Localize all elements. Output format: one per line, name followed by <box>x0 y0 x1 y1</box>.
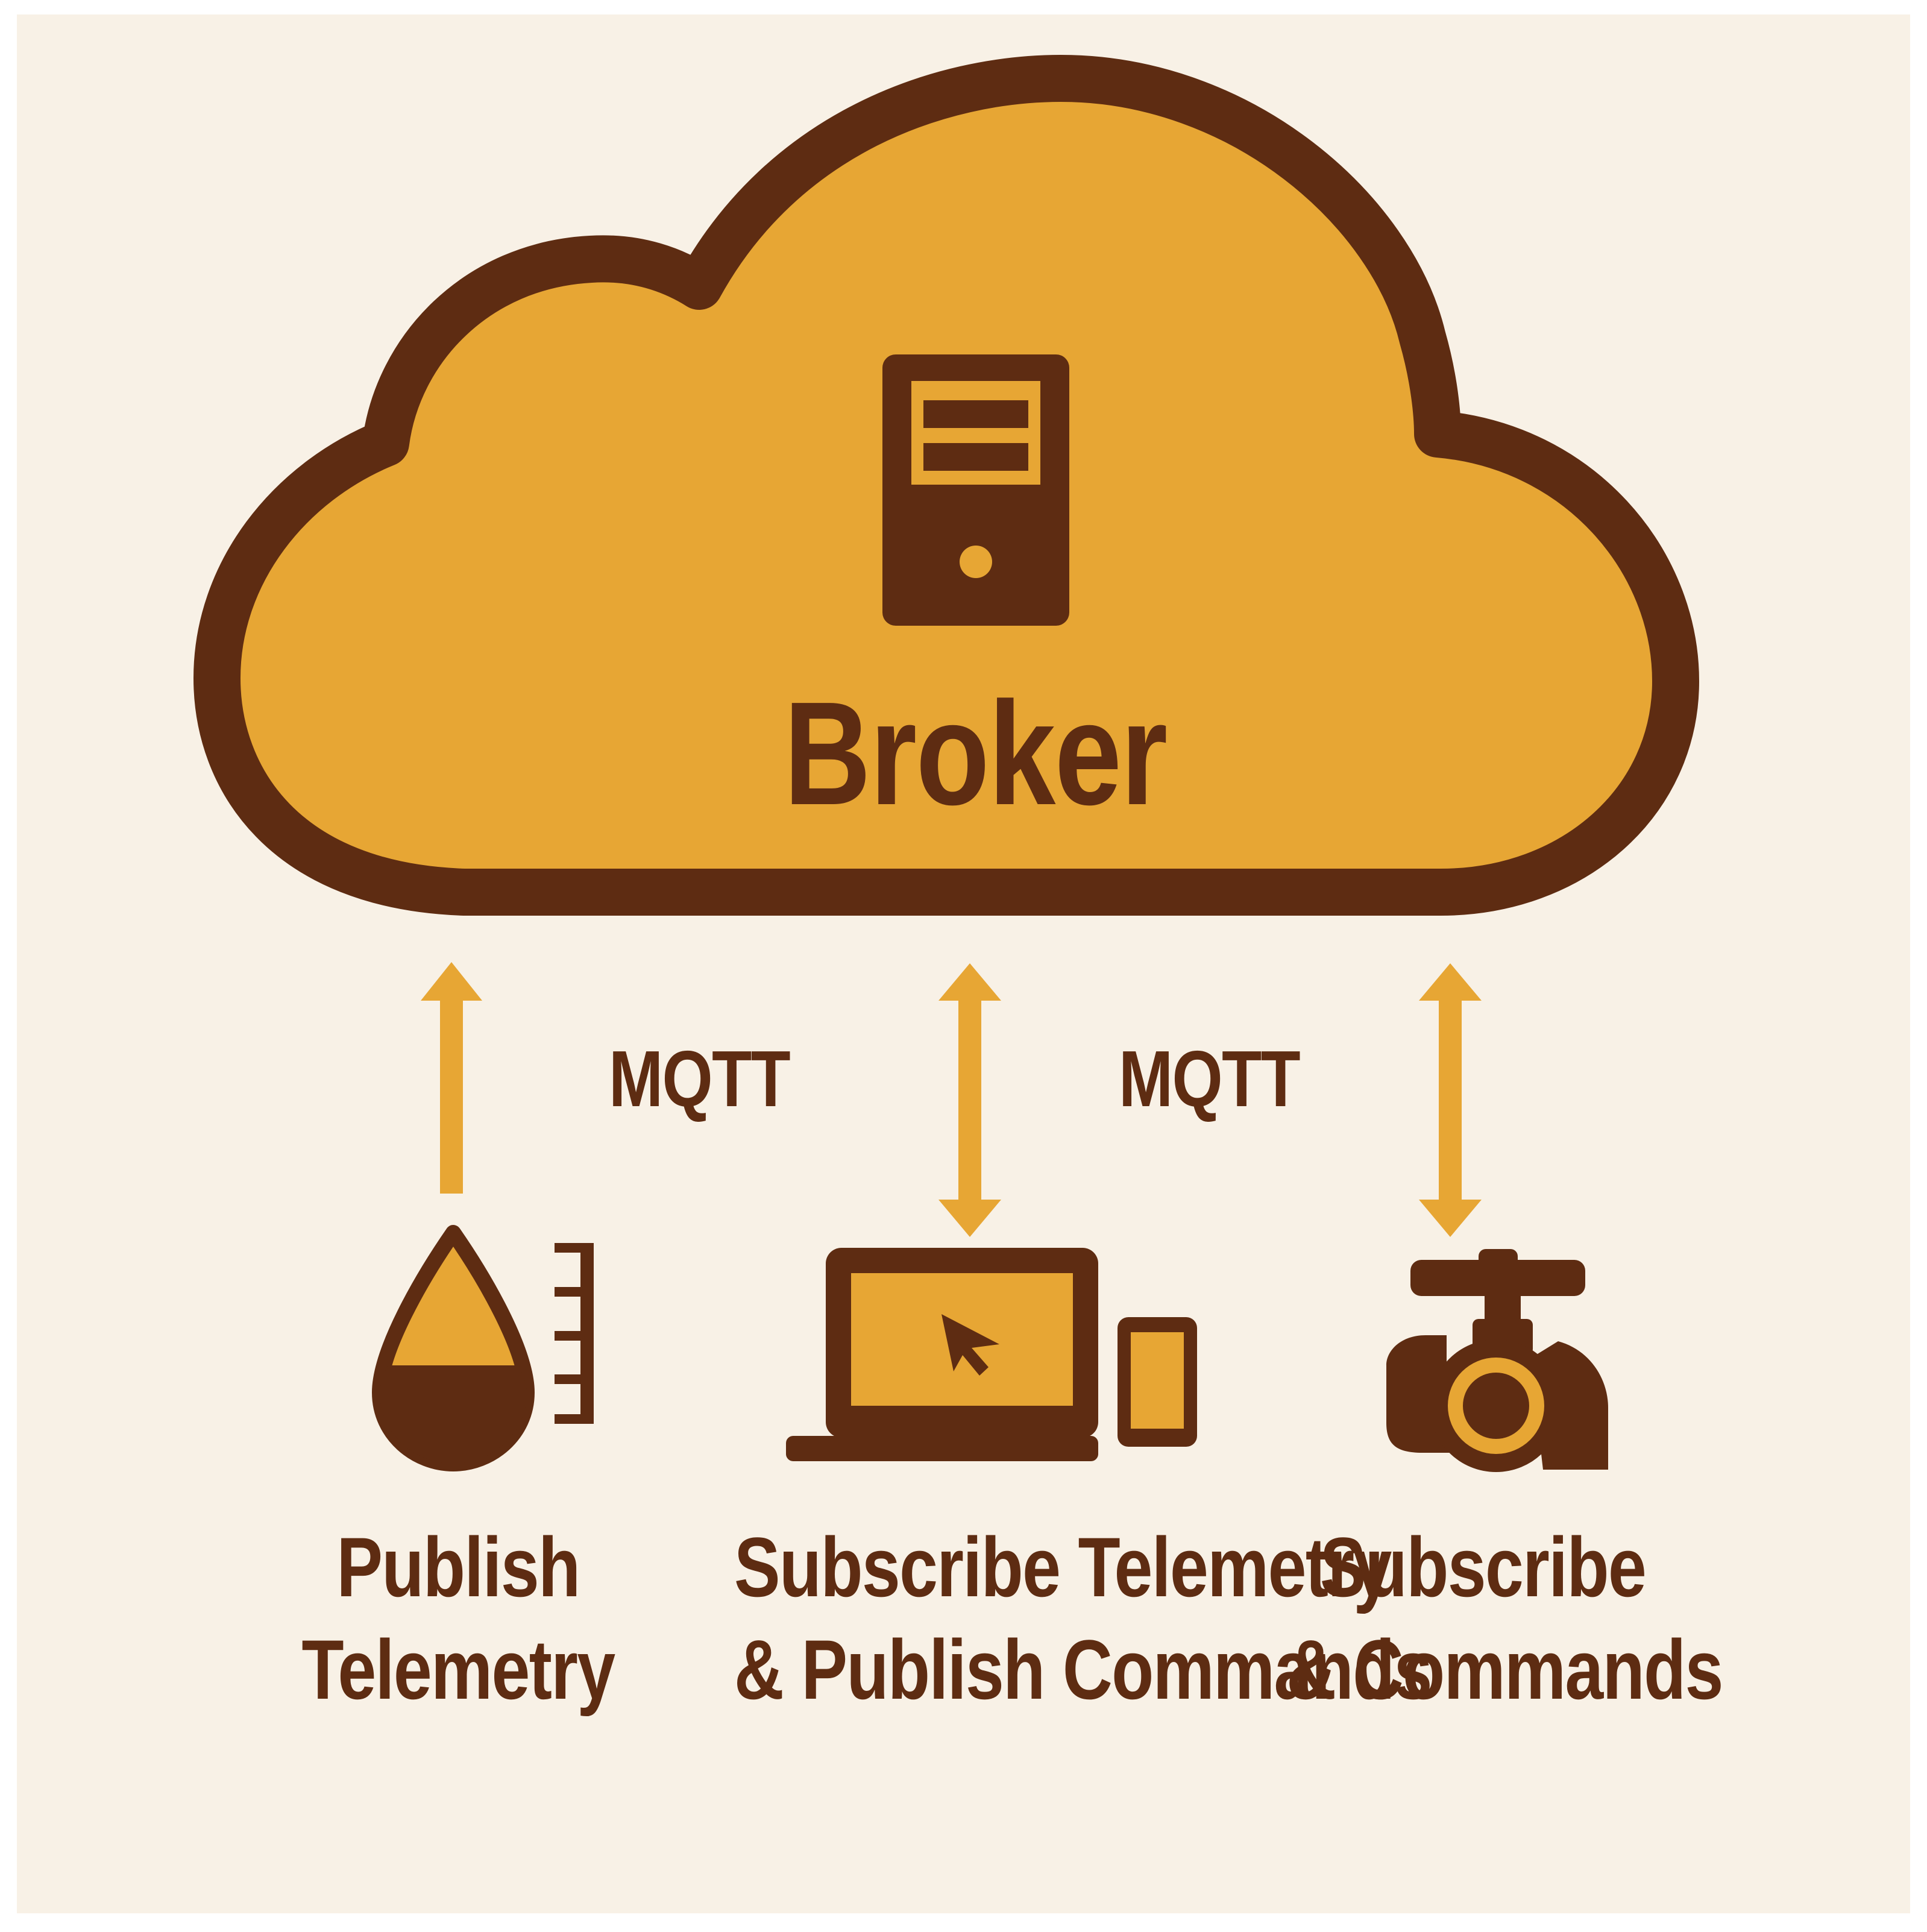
client1-label-line2: Telemetry <box>301 1622 615 1717</box>
valve-icon <box>1386 1249 1608 1472</box>
client3-label-line2: & Commands <box>1286 1622 1723 1717</box>
arrow-client1-up <box>421 962 482 1194</box>
arrow-client2-bidirectional <box>938 963 1001 1237</box>
broker-label: Broker <box>784 671 1168 835</box>
arrow-client3-bidirectional <box>1419 963 1482 1237</box>
laptop-phone-icon <box>786 1248 1197 1461</box>
client1-label-line1: Publish <box>336 1520 580 1614</box>
server-icon <box>882 354 1069 626</box>
client2-label-line2: & Publish Commands <box>734 1622 1433 1717</box>
client3-label-line1: Subscribe <box>1319 1520 1647 1614</box>
protocol-label-1: MQTT <box>608 1034 791 1123</box>
water-drop-gauge-icon <box>372 1225 594 1471</box>
protocol-label-2: MQTT <box>1118 1034 1301 1123</box>
client2-label-line1: Subscribe Telemetry <box>734 1520 1392 1614</box>
